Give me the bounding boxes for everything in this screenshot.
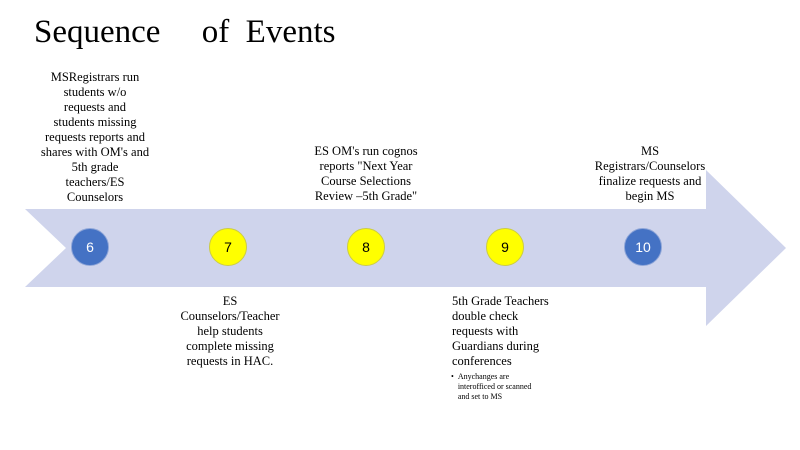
description-line: requests with [452, 324, 519, 338]
milestone-7-description: ES Counselors/Teacher help students comp… [160, 294, 300, 369]
description-line: help students [197, 324, 263, 338]
description-line: Course Selections [321, 174, 411, 188]
description-line: begin MS [625, 189, 675, 203]
description-line: MSRegistrars run [50, 70, 140, 84]
description-line: ES OM's run cognos [314, 144, 418, 158]
description-line: double check [452, 309, 519, 323]
description-line: Review –5th Grade" [314, 189, 418, 203]
description-line: requests reports and [45, 130, 145, 144]
note-line: interofficed or scanned [457, 382, 532, 391]
milestone-8-number: 8 [362, 239, 370, 255]
description-line: students w/o [63, 85, 127, 99]
description-line: MS [640, 144, 660, 158]
description-line: conferences [452, 354, 512, 368]
description-line: finalize requests and [598, 174, 702, 188]
milestone-6-number: 6 [86, 239, 94, 255]
milestone-8-description: ES OM's run cognos reports "Next Year Co… [296, 144, 436, 204]
description-line: ES [222, 294, 238, 308]
milestone-9: 9 [486, 228, 524, 266]
note-line: Anychanges are [457, 372, 510, 381]
milestone-8: 8 [347, 228, 385, 266]
bullet-dot: • [451, 372, 454, 381]
description-line: Registrars/Counselors [594, 159, 706, 173]
description-line: Counselors [66, 190, 124, 204]
note-text: Anychanges are interofficed or scanned a… [458, 372, 532, 402]
milestone-9-number: 9 [501, 239, 509, 255]
milestone-7: 7 [209, 228, 247, 266]
timeline-arrow-shape [25, 170, 786, 326]
milestone-6: 6 [71, 228, 109, 266]
description-line: shares with OM's and [40, 145, 150, 159]
note-line: and set to MS [457, 392, 503, 401]
description-line: students missing [53, 115, 137, 129]
description-line: complete missing [186, 339, 274, 353]
note-bullet: • Anychanges are interofficed or scanned… [451, 372, 531, 402]
description-line: Counselors/Teacher [180, 309, 280, 323]
description-line: reports "Next Year [319, 159, 413, 173]
milestone-6-description: MSRegistrars run students w/o requests a… [20, 70, 170, 205]
milestone-10: 10 [624, 228, 662, 266]
description-line: requests and [63, 100, 127, 114]
description-line: 5th Grade Teachers [452, 294, 549, 308]
milestone-7-number: 7 [224, 239, 232, 255]
page-title: Sequence of Events [34, 14, 336, 50]
milestone-10-description: MS Registrars/Counselors finalize reques… [570, 144, 730, 204]
description-line: requests in HAC. [186, 354, 274, 368]
description-line: 5th grade [71, 160, 119, 174]
milestone-9-description: 5th Grade Teachers double check requests… [452, 294, 592, 369]
description-line: Guardians during [452, 339, 540, 353]
milestone-10-number: 10 [635, 239, 651, 255]
description-line: teachers/ES [65, 175, 125, 189]
